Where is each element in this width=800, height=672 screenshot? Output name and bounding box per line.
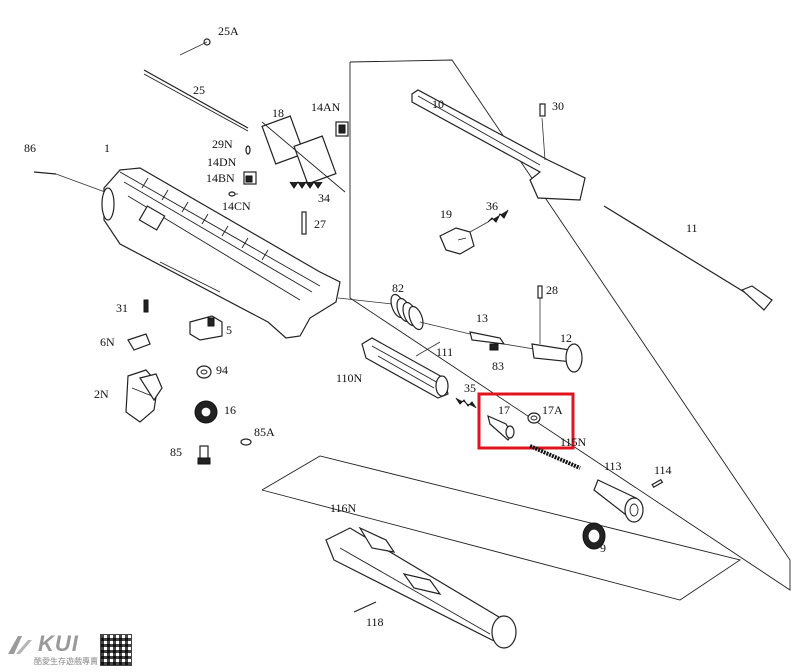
part-83 (489, 343, 499, 351)
part-114 (651, 478, 664, 489)
part-10-charging-handle (411, 89, 586, 201)
label-115N: 115N (560, 435, 587, 449)
highlight-box (477, 392, 575, 450)
label-85: 85 (170, 445, 182, 459)
part-17A (527, 412, 541, 424)
watermark-brand: KUI (38, 631, 79, 656)
part-35-spring (455, 397, 477, 409)
label-29N: 29N (212, 137, 233, 151)
label-111: 111 (436, 345, 453, 359)
part-113 (593, 479, 644, 523)
part-116N (325, 526, 517, 649)
label-12: 12 (560, 331, 572, 345)
label-83: 83 (492, 359, 504, 373)
label-27: 27 (314, 217, 326, 231)
label-114: 114 (654, 463, 672, 477)
label-113: 113 (604, 459, 622, 473)
part-110N-bolt-carrier (361, 337, 449, 399)
label-13: 13 (476, 311, 488, 325)
label-16: 16 (224, 403, 236, 417)
part-36-spring (469, 209, 509, 233)
label-118: 118 (366, 615, 384, 629)
label-34: 34 (318, 191, 330, 205)
part-25 (143, 38, 249, 132)
part-16-gear (194, 400, 218, 424)
label-9: 9 (600, 541, 606, 555)
forward-assist-small-parts (228, 145, 257, 197)
label-31: 31 (116, 301, 128, 315)
rail-slots (141, 177, 269, 261)
watermark-logo: KUI 酷愛生存遊戲專賣 (4, 630, 134, 670)
part-82-spring (337, 293, 471, 335)
part-18 (261, 115, 346, 193)
part-17 (487, 414, 515, 441)
label-14CN: 14CN (222, 199, 251, 213)
part-1-upper-receiver (101, 167, 341, 339)
part-9-ring (582, 522, 606, 550)
part-94 (196, 365, 212, 379)
label-25A: 25A (218, 24, 239, 38)
label-86: 86 (24, 141, 36, 155)
panel-outline (261, 59, 791, 601)
label-25: 25 (193, 83, 205, 97)
label-2N: 2N (94, 387, 109, 401)
part-85-screw (197, 445, 211, 465)
part-5 (189, 315, 223, 341)
qr-code-icon (100, 634, 132, 666)
part-13 (469, 331, 541, 351)
label-10: 10 (432, 97, 444, 111)
part-34-spring (289, 181, 323, 189)
label-6N: 6N (100, 335, 115, 349)
label-35: 35 (464, 381, 476, 395)
label-14AN: 14AN (311, 100, 341, 114)
label-11-gas-tube: 11 (686, 221, 698, 235)
part-14AN (335, 121, 349, 137)
label-94: 94 (216, 363, 228, 377)
part-6N (127, 333, 151, 351)
label-30: 30 (552, 99, 564, 113)
label-82: 82 (392, 281, 404, 295)
label-5: 5 (226, 323, 232, 337)
label-18: 18 (272, 106, 284, 120)
part-86 (33, 171, 106, 193)
label-36: 36 (486, 199, 498, 213)
label-116N: 116N (330, 501, 357, 515)
label-110N: 110N (336, 371, 363, 385)
watermark-subtitle: 酷愛生存遊戲專賣 (34, 657, 98, 666)
part-19 (439, 227, 475, 255)
kui-emblem-icon (8, 636, 32, 654)
part-2N (125, 369, 163, 423)
part-27-pin (301, 211, 307, 235)
label-17A: 17A (542, 403, 563, 417)
part-12-buffer (531, 343, 583, 373)
label-85A: 85A (254, 425, 275, 439)
part-11-gas-tube (603, 205, 773, 311)
label-28: 28 (546, 283, 558, 297)
label-14DN: 14DN (207, 155, 237, 169)
label-14BN: 14BN (206, 171, 235, 185)
part-85A (240, 438, 252, 446)
part-labels: 25A 25 18 14AN 10 30 86 1 29N 14DN 14BN … (24, 24, 698, 629)
part-115N-spring (529, 444, 581, 470)
part-31 (143, 299, 149, 313)
part-118 (353, 601, 377, 613)
label-1: 1 (104, 141, 110, 155)
label-17: 17 (498, 403, 510, 417)
part-28 (537, 285, 543, 344)
label-19: 19 (440, 207, 452, 221)
